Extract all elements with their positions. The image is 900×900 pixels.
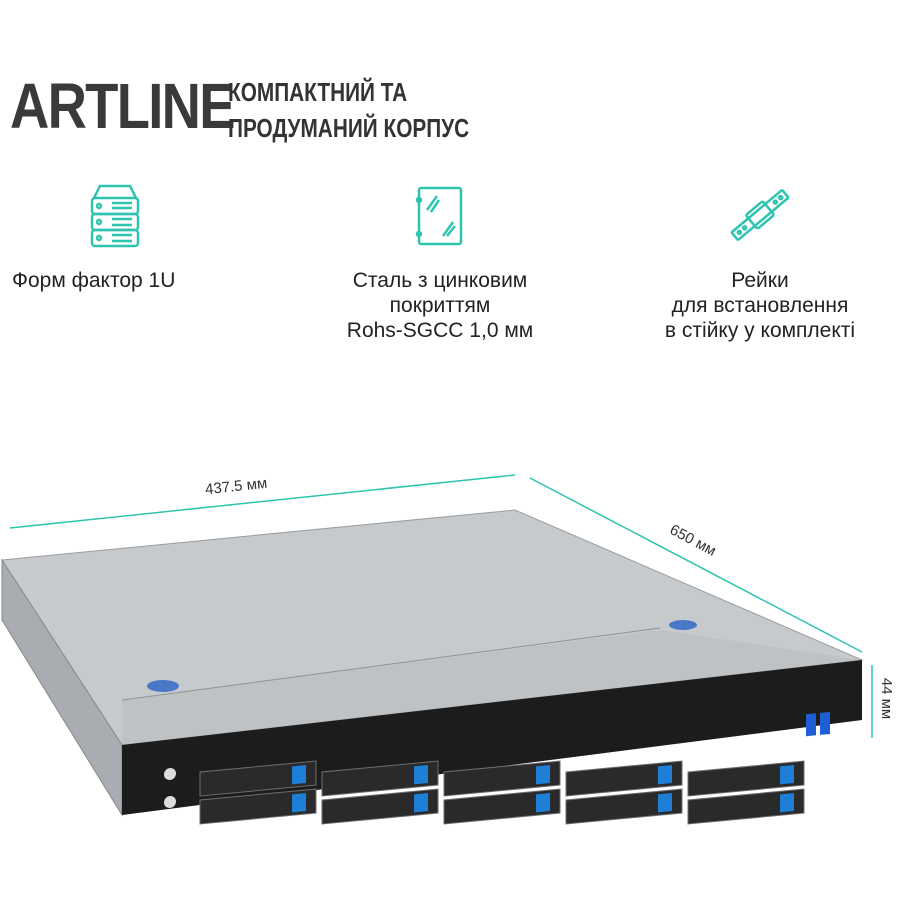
drive-bay[interactable]: [199, 788, 317, 825]
drive-latch[interactable]: [780, 765, 794, 785]
server-stack-icon: [80, 180, 150, 250]
feature-label: Рейки для встановлення в стійку у компле…: [664, 269, 856, 342]
feature-label: Форм фактор 1U: [12, 269, 176, 292]
drive-latch[interactable]: [658, 765, 672, 785]
drive-latch[interactable]: [414, 765, 428, 785]
drive-bay[interactable]: [321, 760, 439, 797]
drive-bay[interactable]: [321, 788, 439, 825]
drive-bay[interactable]: [687, 760, 805, 797]
drive-latch[interactable]: [292, 793, 306, 813]
drive-latch[interactable]: [780, 793, 794, 813]
drive-bay[interactable]: [565, 760, 683, 797]
drive-latch[interactable]: [536, 793, 550, 813]
id-button[interactable]: [164, 795, 176, 809]
drive-bay[interactable]: [199, 760, 317, 797]
drive-latch[interactable]: [414, 793, 428, 813]
drive-bay[interactable]: [565, 788, 683, 825]
drive-bay[interactable]: [443, 760, 561, 797]
tagline-line-1: КОМПАКТНИЙ ТА: [228, 77, 408, 107]
feature-rails: Рейки для встановлення в стійку у компле…: [620, 180, 900, 343]
feature-form-factor: Форм фактор 1U: [0, 180, 230, 293]
artline-logo: ARTLINE: [10, 70, 236, 142]
tagline: КОМПАКТНИЙ ТА ПРОДУМАНИЙ КОРПУС: [228, 74, 469, 146]
drive-latch[interactable]: [536, 765, 550, 785]
drive-latch[interactable]: [292, 765, 306, 785]
thumbscrew: [669, 620, 697, 630]
height-dimension-label: 44 мм: [878, 677, 896, 720]
rack-rail-icon: [725, 180, 795, 250]
drive-latch[interactable]: [658, 793, 672, 813]
usb-port[interactable]: [806, 713, 816, 737]
feature-steel: Сталь з цинковим покриттям Rohs-SGCC 1,0…: [320, 180, 560, 343]
steel-panel-icon: [405, 180, 475, 250]
thumbscrew: [147, 680, 179, 692]
dimension-lines: [9, 474, 873, 738]
power-button[interactable]: [164, 767, 176, 781]
tagline-line-2: ПРОДУМАНИЙ КОРПУС: [228, 113, 470, 143]
usb-port[interactable]: [820, 711, 830, 735]
feature-label: Сталь з цинковим покриттям Rohs-SGCC 1,0…: [346, 269, 534, 342]
drive-bay[interactable]: [687, 788, 805, 825]
drive-bay[interactable]: [443, 788, 561, 825]
